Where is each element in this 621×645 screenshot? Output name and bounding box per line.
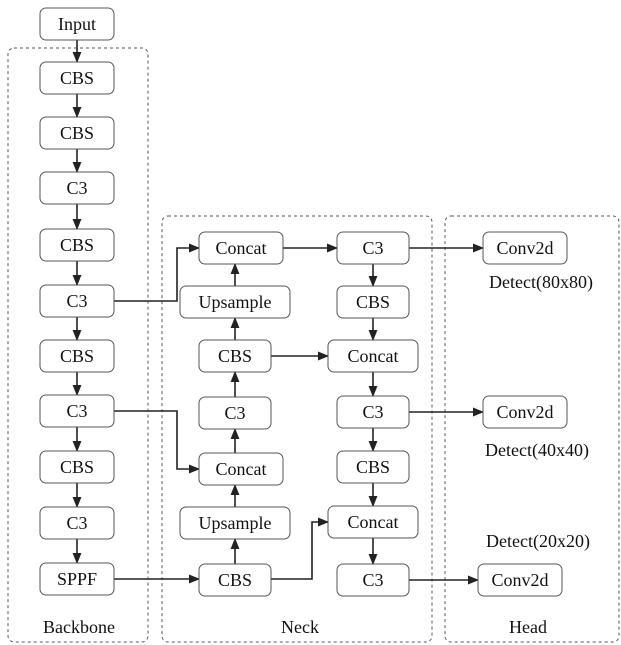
head-conv2d-node-2-label: Conv2d — [496, 402, 553, 422]
backbone-cbs-node-1-label: CBS — [60, 68, 94, 88]
head-label: Head — [509, 617, 547, 637]
neck-upsample-node-2-label: Upsample — [199, 513, 272, 533]
head-conv2d-node-2: Conv2d — [482, 395, 568, 429]
neck-concat-node-4: Concat — [327, 505, 419, 539]
edge-bc3-3-concat2 — [114, 410, 201, 474]
nodes: Input CBS CBS C3 CBS C3 CBS C3 — [39, 7, 568, 597]
backbone-cbs-node-2: CBS — [39, 116, 115, 150]
neck-concat-node-2-label: Concat — [216, 459, 267, 479]
neck-cbs-node-3-label: CBS — [356, 292, 390, 312]
backbone-cbs-node-3: CBS — [39, 228, 115, 262]
neck-concat-node-4-label: Concat — [348, 512, 399, 532]
neck-concat-node-1-label: Concat — [216, 238, 267, 258]
neck-c3-output-node-1: C3 — [336, 231, 410, 265]
neck-c3-output-node-1-label: C3 — [362, 238, 383, 258]
detect-label-80: Detect(80x80) — [489, 272, 593, 293]
neck-cbs-node-4-label: CBS — [356, 457, 390, 477]
backbone-section — [7, 47, 149, 643]
neck-cbs-node-2-label: CBS — [218, 570, 252, 590]
neck-c3-node-1: C3 — [198, 396, 272, 430]
backbone-cbs-node-2-label: CBS — [60, 123, 94, 143]
backbone-cbs-node-5: CBS — [39, 450, 115, 484]
head-conv2d-node-3-label: Conv2d — [491, 570, 548, 590]
head-conv2d-node-3: Conv2d — [477, 563, 563, 597]
edge-bc3-2-concat1 — [114, 243, 201, 302]
backbone-c3-node-2-label: C3 — [66, 291, 87, 311]
detect-label-20: Detect(20x20) — [486, 531, 590, 552]
neck-upsample-node-1-label: Upsample — [199, 292, 272, 312]
neck-concat-node-2: Concat — [198, 452, 284, 486]
neck-cbs-node-1: CBS — [198, 339, 272, 373]
neck-label: Neck — [281, 617, 319, 637]
neck-cbs-node-1-label: CBS — [218, 346, 252, 366]
neck-concat-node-3: Concat — [327, 339, 419, 373]
neck-cbs-node-3: CBS — [336, 285, 410, 319]
head-conv2d-node-1-label: Conv2d — [496, 238, 553, 258]
neck-concat-node-1: Concat — [198, 231, 284, 265]
backbone-c3-node-4: C3 — [39, 506, 115, 540]
head-section — [444, 215, 620, 643]
edges — [72, 40, 485, 585]
neck-c3-output-node-2-label: C3 — [362, 402, 383, 422]
neck-cbs-node-2: CBS — [198, 563, 272, 597]
neck-cbs-node-4: CBS — [336, 450, 410, 484]
backbone-sppf-node: SPPF — [39, 562, 115, 596]
backbone-label: Backbone — [43, 617, 115, 637]
neck-concat-node-3-label: Concat — [348, 346, 399, 366]
backbone-c3-node-1-label: C3 — [66, 178, 87, 198]
backbone-cbs-node-4: CBS — [39, 339, 115, 373]
backbone-cbs-node-1: CBS — [39, 61, 115, 95]
neck-c3-node-1-label: C3 — [224, 403, 245, 423]
input-node-label: Input — [58, 14, 96, 34]
detect-label-40: Detect(40x40) — [485, 440, 589, 461]
neck-c3-output-node-2: C3 — [336, 395, 410, 429]
neck-c3-output-node-3: C3 — [336, 563, 410, 597]
backbone-c3-node-2: C3 — [39, 284, 115, 318]
backbone-c3-node-1: C3 — [39, 171, 115, 205]
backbone-cbs-node-3-label: CBS — [60, 235, 94, 255]
backbone-c3-node-4-label: C3 — [66, 513, 87, 533]
neck-upsample-node-1: Upsample — [179, 285, 291, 319]
backbone-c3-node-3-label: C3 — [66, 401, 87, 421]
head-conv2d-node-1: Conv2d — [482, 231, 568, 265]
neck-upsample-node-2: Upsample — [179, 506, 291, 540]
backbone-cbs-node-5-label: CBS — [60, 457, 94, 477]
edge-ncbs2-concat4 — [271, 517, 330, 580]
neck-section — [161, 215, 433, 643]
neck-c3-output-node-3-label: C3 — [362, 570, 383, 590]
input-node: Input — [39, 7, 115, 41]
backbone-cbs-node-4-label: CBS — [60, 346, 94, 366]
backbone-sppf-node-label: SPPF — [57, 569, 97, 589]
backbone-c3-node-3: C3 — [39, 394, 115, 428]
